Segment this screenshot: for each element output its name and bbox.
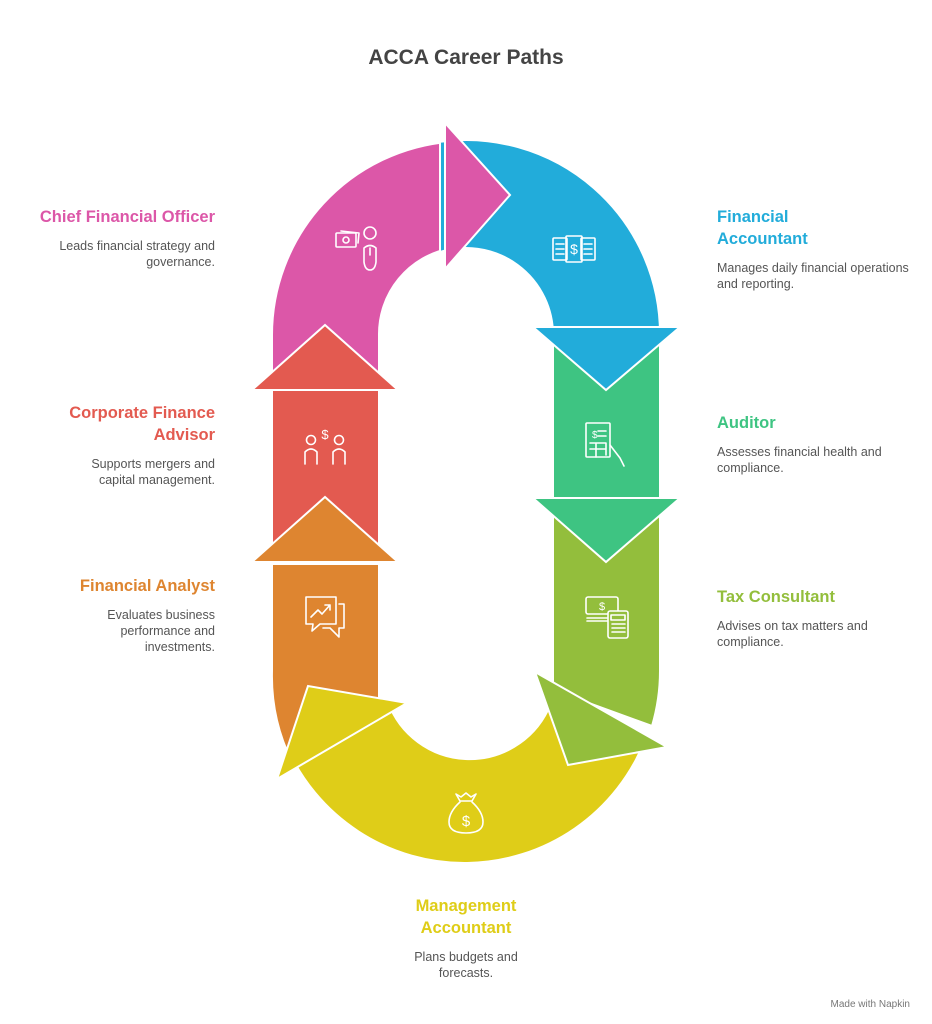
money-person-icon <box>335 226 377 271</box>
arrowhead-financial-analyst <box>249 495 401 563</box>
arrowhead-auditor <box>530 497 683 564</box>
segment-body-tax-consultant <box>552 497 661 728</box>
step-title: Auditor <box>717 414 776 432</box>
step-title: Management Accountant <box>415 897 517 937</box>
step-description: Advises on tax matters and compliance. <box>717 619 868 649</box>
step-cfo: Chief Financial Officer Leads financial … <box>15 206 215 270</box>
arrowhead-tax-consultant <box>533 669 670 767</box>
svg-text:$: $ <box>599 601 605 613</box>
svg-text:$: $ <box>321 427 329 442</box>
step-description: Evaluates business performance and inves… <box>107 608 215 654</box>
diagram-title: ACCA Career Paths <box>368 46 564 69</box>
cash-stack-icon: $ <box>552 235 596 263</box>
arrowhead-cfo <box>444 120 512 272</box>
step-title: Tax Consultant <box>717 588 835 606</box>
step-title: Financial Analyst <box>79 577 215 595</box>
svg-text:$: $ <box>462 813 471 830</box>
step-description: Assesses financial health and compliance… <box>717 445 882 475</box>
arrowhead-financial-accountant <box>530 326 683 392</box>
invoice-hand-icon: $ <box>585 422 625 467</box>
step-title: Corporate Finance Advisor <box>69 404 215 444</box>
segment-body-management-accountant <box>284 700 647 864</box>
svg-text:$: $ <box>570 241 578 257</box>
step-auditor: Auditor Assesses financial health and co… <box>717 412 917 476</box>
arrowhead-corporate-finance <box>249 323 401 391</box>
people-dollar-icon: $ <box>304 427 346 465</box>
step-description: Plans budgets and forecasts. <box>414 950 518 980</box>
step-corporate-finance-advisor: Corporate Finance Advisor Supports merge… <box>15 402 215 488</box>
segment-body-cfo <box>271 140 451 393</box>
svg-text:$: $ <box>592 430 598 441</box>
made-with-napkin-footer: Made with Napkin <box>830 999 910 1010</box>
money-bag-icon: $ <box>448 792 484 834</box>
cash-calculator-icon: $ <box>585 596 629 639</box>
step-management-accountant: Management Accountant Plans budgets and … <box>366 895 566 981</box>
step-description: Manages daily financial operations and r… <box>717 261 909 291</box>
step-tax-consultant: Tax Consultant Advises on tax matters an… <box>717 586 917 650</box>
step-financial-analyst: Financial Analyst Evaluates business per… <box>15 575 215 655</box>
step-financial-accountant: Financial Accountant Manages daily finan… <box>717 206 917 292</box>
arrowhead-management-accountant <box>275 684 410 782</box>
step-description: Supports mergers and capital management. <box>91 457 215 487</box>
chart-chat-icon <box>305 596 345 638</box>
step-title: Chief Financial Officer <box>39 208 215 226</box>
step-description: Leads financial strategy and governance. <box>59 239 215 269</box>
step-title: Financial Accountant <box>717 208 808 248</box>
